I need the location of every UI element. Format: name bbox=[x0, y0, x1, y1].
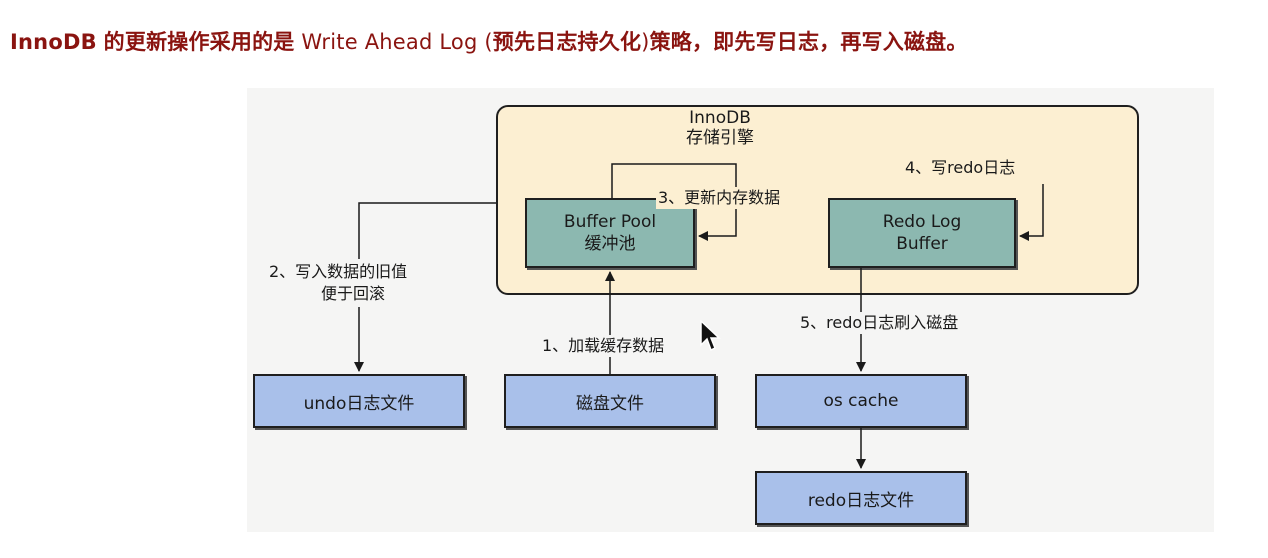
redo-log-file-box: redo日志文件 bbox=[755, 471, 967, 525]
undo-log-file-label: undo日志文件 bbox=[303, 393, 415, 414]
buffer-pool-box: Buffer Pool 缓冲池 bbox=[525, 198, 695, 268]
redo-log-buffer-box: Redo Log Buffer bbox=[828, 198, 1016, 268]
engine-title-line2: 存储引擎 bbox=[686, 128, 754, 148]
disk-file-label: 磁盘文件 bbox=[576, 393, 644, 414]
buffer-pool-line2: 缓冲池 bbox=[584, 234, 636, 254]
title-text-2: 预先日志持久化 bbox=[492, 30, 642, 54]
step2-line1: 2、写入数据的旧值 bbox=[269, 262, 408, 281]
buffer-pool-line1: Buffer Pool bbox=[563, 212, 657, 232]
redo-log-file-label: redo日志文件 bbox=[807, 490, 915, 511]
write-flow-diagram: InnoDB 存储引擎 Buffer Pool 缓冲池 Redo Log Buf… bbox=[247, 88, 1214, 532]
connector-lines bbox=[354, 163, 1044, 469]
arrow-cursor-icon bbox=[700, 320, 721, 352]
title-paren: ) bbox=[641, 30, 650, 54]
disk-file-box: 磁盘文件 bbox=[504, 374, 716, 428]
redo-log-buffer-line2: Buffer bbox=[896, 234, 948, 254]
title-text-3: 策略，即先写日志，再写入磁盘。 bbox=[649, 30, 968, 54]
arrow-step2 bbox=[354, 202, 496, 372]
page-title: InnoDB 的更新操作采用的是 Write Ahead Log (预先日志持久… bbox=[10, 26, 968, 56]
title-wal: Write Ahead Log ( bbox=[301, 30, 493, 54]
arrow-step4 bbox=[1019, 184, 1044, 241]
step2-label: 2、写入数据的旧值 便于回滚 bbox=[267, 259, 410, 307]
os-cache-box: os cache bbox=[755, 374, 967, 428]
arrow-step3 bbox=[611, 163, 737, 241]
undo-log-file-box: undo日志文件 bbox=[253, 374, 465, 428]
step3-label: 3、更新内存数据 bbox=[656, 187, 783, 209]
redo-log-buffer-line1: Redo Log bbox=[882, 212, 962, 232]
engine-title-line1: InnoDB bbox=[689, 108, 751, 128]
step2-line2: 便于回滚 bbox=[321, 284, 386, 303]
os-cache-label: os cache bbox=[823, 391, 899, 411]
engine-title: InnoDB 存储引擎 bbox=[630, 108, 810, 148]
step5-label: 5、redo日志刷入磁盘 bbox=[797, 312, 962, 334]
step1-label: 1、加载缓存数据 bbox=[540, 335, 667, 357]
step4-label: 4、写redo日志 bbox=[903, 157, 1018, 179]
title-innodb: InnoDB bbox=[10, 30, 97, 54]
title-text-1: 的更新操作采用的是 bbox=[103, 30, 295, 54]
